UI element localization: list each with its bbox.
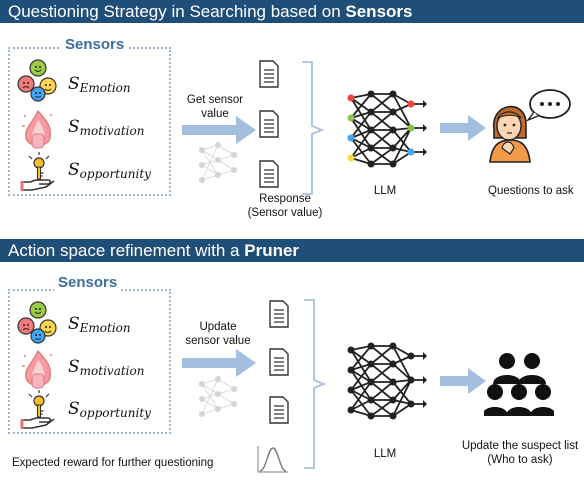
section1-banner: Questioning Strategy in Searching based … [0, 0, 584, 23]
section1-sensors-title: Sensors [61, 36, 129, 53]
section2-output-arrow [440, 368, 486, 394]
document-icon [259, 110, 279, 138]
section1-title-bold: Sensors [345, 2, 413, 21]
document-icon [269, 348, 289, 376]
response-label: Response(Sensor value) [247, 193, 323, 219]
emotion-faces-icon [17, 301, 57, 344]
key-hand-icon [20, 152, 55, 191]
document-icon [269, 396, 289, 424]
fire-hand-icon [22, 109, 53, 149]
people-group-icon [484, 353, 554, 416]
section2-sensors-title: Sensors [54, 274, 122, 291]
section1-input-arrow [182, 116, 256, 183]
llm-network-icon [347, 90, 427, 168]
section1-llm-label: LLM [373, 185, 397, 197]
section1-sensor-opportunity: Sopportunity [68, 160, 151, 181]
llm-network-icon [347, 342, 427, 420]
document-icon [259, 160, 279, 188]
questions-to-ask-label: Questions to ask [488, 185, 574, 197]
suspect-list-label: Update the suspect list(Who to ask) [461, 440, 579, 466]
section2-sensor-emotion: SEmotion [68, 314, 131, 335]
section2-sensor-motivation: Smotivation [68, 357, 145, 378]
section2-bracket [304, 299, 327, 469]
section1-sensor-emotion: SEmotion [68, 74, 131, 95]
section1-output-arrow [440, 115, 486, 141]
section1-bracket [302, 61, 325, 195]
emotion-faces-icon [17, 59, 57, 102]
document-icon [259, 60, 279, 88]
section2-llm-label: LLM [373, 448, 397, 460]
distribution-curve-icon [257, 446, 288, 473]
section2-sensor-opportunity: Sopportunity [68, 399, 151, 420]
section2-input-arrow [182, 349, 256, 417]
thinking-person-icon [489, 89, 571, 163]
section2-title-bold: Pruner [244, 241, 300, 260]
document-icon [269, 300, 289, 328]
section2-banner: Action space refinement with a Pruner [0, 239, 584, 262]
fire-hand-icon [22, 349, 53, 389]
expected-reward-label: Expected reward for further questioning [12, 457, 214, 469]
section1-sensor-motivation: Smotivation [68, 117, 145, 138]
section2-title: Action space refinement with a [8, 241, 245, 260]
key-hand-icon [20, 390, 55, 429]
section1-title: Questioning Strategy in Searching based … [8, 2, 346, 21]
